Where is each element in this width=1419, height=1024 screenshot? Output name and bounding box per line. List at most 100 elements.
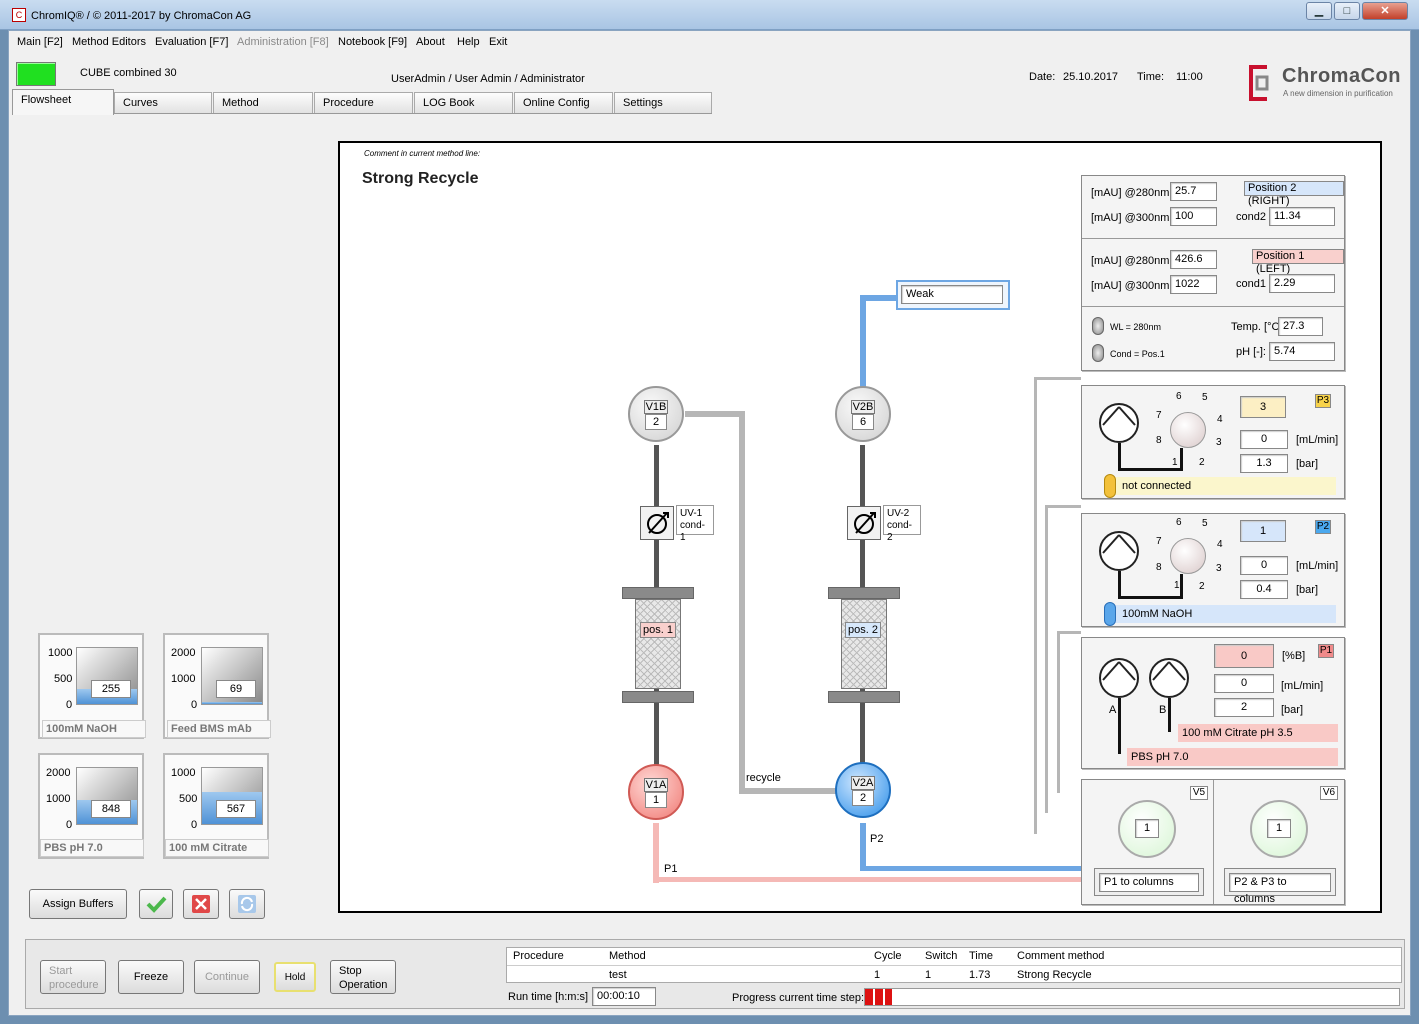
pump-p1-panel: A B 0 [%B] P1 0 [mL/min] 2 [bar] 100 mM … [1081, 637, 1345, 769]
start-procedure-button[interactable]: Start procedure [40, 960, 106, 994]
column1-label: pos. 1 [640, 622, 676, 638]
v6-position[interactable]: 1 [1267, 819, 1291, 838]
control-panel: Start procedure Freeze Continue Hold Sto… [25, 939, 1405, 1009]
tab-flowsheet[interactable]: Flowsheet [12, 89, 114, 115]
freeze-button[interactable]: Freeze [118, 960, 184, 994]
time-value: 11:00 [1176, 71, 1203, 83]
p2-updown-icon[interactable] [1104, 602, 1116, 626]
position-2-badge: Position 2 (RIGHT) [1244, 181, 1344, 207]
valve-v1a-position[interactable]: 1 [645, 792, 667, 808]
tank-2-mid: 1000 [171, 673, 196, 685]
p1-setpoint[interactable]: 0 [1214, 644, 1274, 668]
p2-line-label: P2 [870, 833, 884, 845]
valve-v5[interactable]: 1 [1118, 800, 1176, 858]
p3-updown-icon[interactable] [1104, 474, 1116, 498]
menu-about[interactable]: About [416, 36, 445, 48]
confirm-button[interactable] [139, 889, 173, 919]
wl-switch-icon[interactable] [1092, 317, 1104, 335]
valve-v1a-name: V1A [644, 778, 668, 792]
tank-4: 1000 500 0 567 [163, 753, 269, 859]
valve-v1b-name: V1B [644, 400, 668, 414]
hold-button[interactable]: Hold [274, 962, 316, 992]
menu-notebook[interactable]: Notebook [F9] [338, 36, 408, 48]
valve-v2b-position[interactable]: 6 [852, 414, 874, 430]
p2-dial-2: 2 [1199, 581, 1205, 592]
cond1-value: 2.29 [1269, 274, 1335, 293]
weak-inlet-label: Weak [901, 285, 1003, 304]
pump-p3-icon [1099, 403, 1139, 443]
menu-method-editors[interactable]: Method Editors [72, 36, 146, 48]
p2-dial-4: 4 [1217, 539, 1223, 550]
pump-tube-3-vertical [1057, 631, 1060, 793]
valve-v6[interactable]: 1 [1250, 800, 1308, 858]
tank-4-value: 567 [216, 800, 256, 818]
menu-bar: Main [F2] Method Editors Evaluation [F7]… [9, 31, 1410, 53]
valve-v2b-name: V2B [851, 400, 875, 414]
tank-1-max: 1000 [48, 647, 73, 659]
p3-selector-knob[interactable] [1170, 412, 1206, 448]
p1-tag: P1 [1318, 644, 1334, 658]
time-label: Time: [1137, 71, 1165, 83]
column1-bottom-cap [622, 691, 694, 703]
weak-tube-vertical [860, 295, 866, 390]
logo-name: ChromaCon [1282, 65, 1401, 87]
tank-1-min: 0 [66, 699, 73, 711]
tank-3-max: 2000 [46, 767, 71, 779]
uv2-name: UV-2 [887, 508, 910, 519]
detector-divider-1 [1082, 238, 1344, 239]
tab-method[interactable]: Method [213, 92, 313, 113]
stop-label-1: Stop [339, 965, 362, 977]
valve-v1b-position[interactable]: 2 [645, 414, 667, 430]
recycle-tube-vertical [739, 411, 745, 791]
v5-position[interactable]: 1 [1135, 819, 1159, 838]
p2-selector-knob[interactable] [1170, 538, 1206, 574]
menu-exit[interactable]: Exit [489, 36, 508, 48]
pump-tube-2-vertical [1045, 505, 1048, 813]
assign-buffers-button[interactable]: Assign Buffers [29, 889, 127, 919]
p2-line-h [1118, 596, 1182, 599]
p2-setpoint[interactable]: 1 [1240, 520, 1286, 542]
tab-procedure[interactable]: Procedure [314, 92, 413, 113]
p3-setpoint[interactable]: 3 [1240, 396, 1286, 418]
outlet-divider [1213, 780, 1214, 904]
pump-p3-panel: 6 5 7 4 8 3 1 2 3 P3 0 [mL/min] 1.3 [bar… [1081, 385, 1345, 499]
p1-pump-b-label: B [1159, 704, 1167, 716]
outlet-valves-panel: V5 1 P1 to columns V6 1 P2 & P3 to colum… [1081, 779, 1345, 905]
pump-p2-panel: 6 5 7 4 8 3 1 2 1 P2 0 [mL/min] 0.4 [bar… [1081, 513, 1345, 627]
continue-button[interactable]: Continue [194, 960, 260, 994]
cancel-button[interactable] [183, 889, 219, 919]
p2-pressure: 0.4 [1240, 580, 1288, 599]
valve-v1a[interactable]: V1A 1 [628, 764, 684, 820]
tab-online-config[interactable]: Online Config [514, 92, 613, 113]
device-status-indicator [16, 62, 56, 86]
p2-dial-5: 5 [1202, 518, 1208, 529]
pos1-uv300-value: 1022 [1170, 275, 1217, 294]
column1 [635, 599, 681, 689]
menu-main[interactable]: Main [F2] [17, 36, 63, 48]
valve-v2b[interactable]: V2B 6 [835, 386, 891, 442]
p1-tube-vertical [653, 823, 659, 883]
valve-v2a[interactable]: V2A 2 [835, 762, 891, 818]
tab-log-book[interactable]: LOG Book [414, 92, 513, 113]
tab-settings[interactable]: Settings [614, 92, 712, 113]
refresh-button[interactable] [229, 889, 265, 919]
p1-setpoint-unit: [%B] [1282, 650, 1306, 662]
close-button[interactable]: ✕ [1362, 2, 1408, 20]
valve-v1b[interactable]: V1B 2 [628, 386, 684, 442]
v5-label-box: P1 to columns [1094, 868, 1204, 896]
valve-v2a-position[interactable]: 2 [852, 790, 874, 806]
menu-evaluation[interactable]: Evaluation [F7] [155, 36, 229, 48]
p3-dial-6: 6 [1176, 391, 1182, 402]
cond-switch-icon[interactable] [1092, 344, 1104, 362]
v5-tag: V5 [1190, 786, 1208, 800]
menu-help[interactable]: Help [457, 36, 480, 48]
p1-line-label: P1 [664, 863, 678, 875]
stop-operation-button[interactable]: Stop Operation [330, 960, 396, 994]
tab-curves[interactable]: Curves [114, 92, 212, 113]
p2-buffer: 100mM NaOH [1104, 605, 1336, 623]
date-label: Date: [1029, 71, 1056, 83]
minimize-button[interactable]: ▁ [1306, 2, 1332, 20]
column2-label: pos. 2 [845, 622, 881, 638]
app-icon: C [12, 8, 26, 22]
maximize-button[interactable]: □ [1334, 2, 1360, 20]
